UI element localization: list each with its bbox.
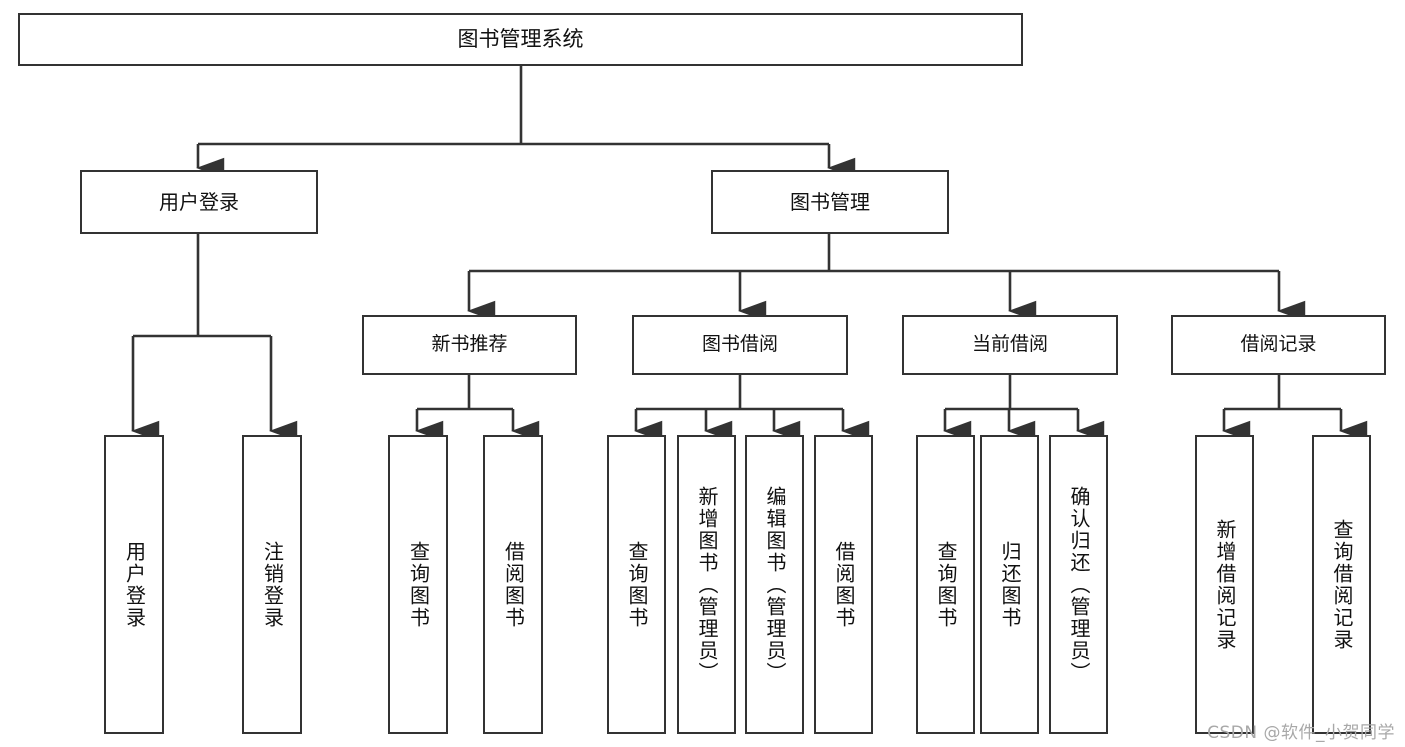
node-root-label: 图书管理系统 (457, 27, 584, 52)
node-current-borrow[interactable]: 当前借阅 (902, 315, 1118, 375)
node-root[interactable]: 图书管理系统 (18, 13, 1023, 66)
leaf-query-record[interactable]: 查询借阅记录 (1312, 435, 1371, 734)
node-user-login-label: 用户登录 (159, 189, 239, 214)
leaf-logout-login[interactable]: 注销登录 (242, 435, 302, 734)
leaf-logout-login-label: 注销登录 (260, 540, 285, 629)
leaf-query-book-1-label: 查询图书 (406, 540, 431, 629)
node-new-book-recommend-label: 新书推荐 (431, 333, 508, 356)
leaf-borrow-book-1[interactable]: 借阅图书 (483, 435, 543, 734)
leaf-user-login-label: 用户登录 (122, 540, 147, 629)
leaf-borrow-book-2-label: 借阅图书 (832, 540, 856, 629)
node-borrow-record[interactable]: 借阅记录 (1171, 315, 1386, 375)
leaf-add-book[interactable]: 新增图书（管理员） (677, 435, 736, 734)
leaf-query-record-label: 查询借阅记录 (1330, 518, 1354, 651)
node-book-manage-label: 图书管理 (790, 189, 870, 214)
leaf-edit-book-label: 编辑图书（管理员） (763, 485, 787, 684)
node-book-borrow-label: 图书借阅 (701, 333, 778, 356)
node-book-manage[interactable]: 图书管理 (711, 170, 949, 234)
node-borrow-record-label: 借阅记录 (1240, 333, 1317, 356)
leaf-query-book-1[interactable]: 查询图书 (388, 435, 448, 734)
leaf-return-book-label: 归还图书 (998, 540, 1022, 629)
leaf-query-book-3-label: 查询图书 (934, 540, 958, 629)
leaf-query-book-2-label: 查询图书 (625, 540, 649, 629)
node-current-borrow-label: 当前借阅 (971, 333, 1048, 356)
leaf-add-record-label: 新增借阅记录 (1213, 518, 1237, 651)
leaf-add-record[interactable]: 新增借阅记录 (1195, 435, 1254, 734)
leaf-query-book-3[interactable]: 查询图书 (916, 435, 975, 734)
leaf-borrow-book-2[interactable]: 借阅图书 (814, 435, 873, 734)
leaf-edit-book[interactable]: 编辑图书（管理员） (745, 435, 804, 734)
leaf-return-book[interactable]: 归还图书 (980, 435, 1039, 734)
leaf-add-book-label: 新增图书（管理员） (695, 485, 719, 684)
node-user-login[interactable]: 用户登录 (80, 170, 318, 234)
node-book-borrow[interactable]: 图书借阅 (632, 315, 848, 375)
leaf-borrow-book-1-label: 借阅图书 (501, 540, 526, 629)
watermark: CSDN @软件_小贺同学 (1207, 723, 1395, 743)
node-new-book-recommend[interactable]: 新书推荐 (362, 315, 577, 375)
leaf-query-book-2[interactable]: 查询图书 (607, 435, 666, 734)
leaf-confirm-return-label: 确认归还（管理员） (1067, 485, 1091, 684)
leaf-confirm-return[interactable]: 确认归还（管理员） (1049, 435, 1108, 734)
leaf-user-login[interactable]: 用户登录 (104, 435, 164, 734)
